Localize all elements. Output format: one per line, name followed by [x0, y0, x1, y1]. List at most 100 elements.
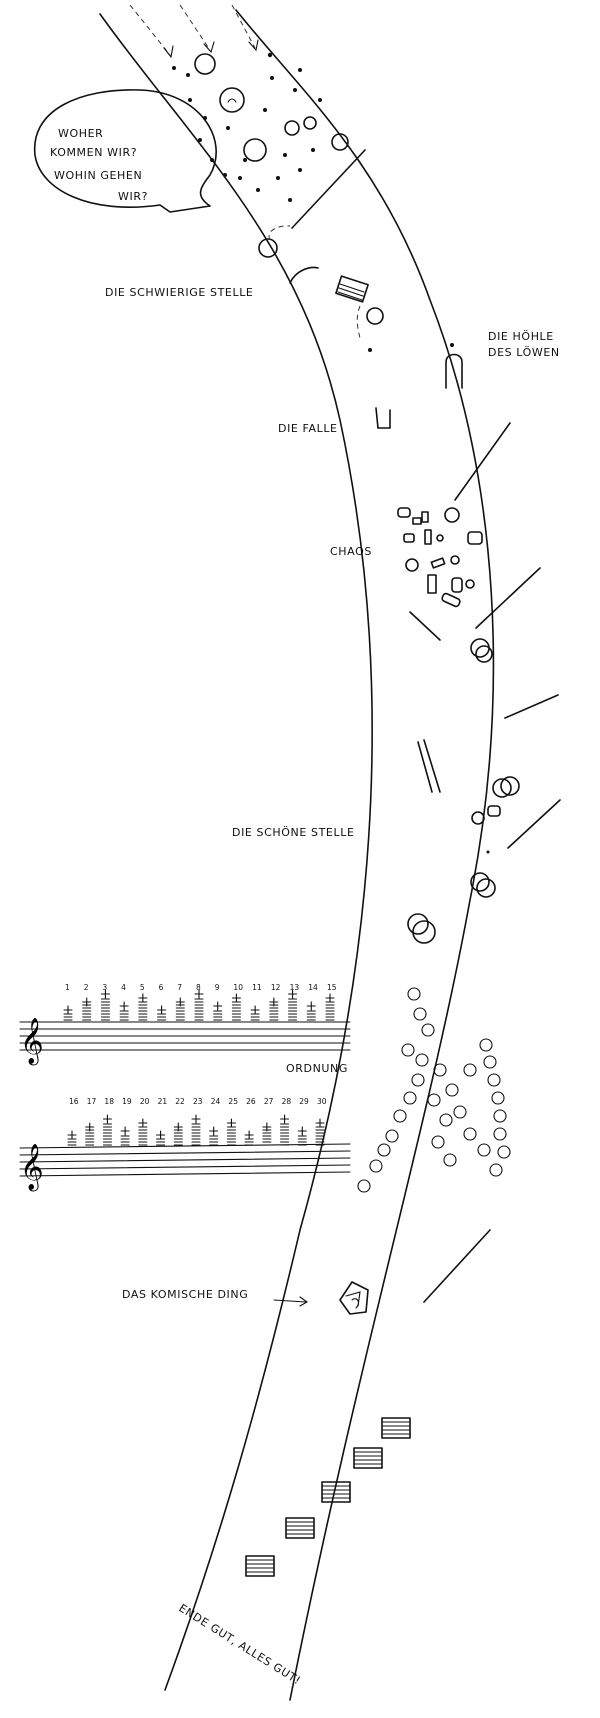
label-ordnung: ORDNUNG [286, 1062, 348, 1075]
order-numbered-circles [357, 987, 511, 1193]
note-cluster [297, 1126, 307, 1146]
note-cluster [175, 997, 185, 1021]
note-cluster [306, 1001, 316, 1021]
staff-1-number: 14 [308, 983, 318, 992]
order-circle [491, 1091, 505, 1105]
river-right-edge [235, 9, 495, 1701]
note-cluster [67, 1130, 77, 1146]
source-dots [172, 52, 349, 258]
order-circle [477, 1143, 491, 1157]
beautiful-place [407, 776, 561, 944]
river-left-edge [99, 13, 373, 1691]
stair-box [321, 1481, 351, 1503]
treble-clef-icon: 𝄞 [20, 1018, 44, 1066]
staff-1-number: 7 [177, 983, 182, 992]
incoming-arrows [129, 4, 259, 59]
note-cluster [226, 1118, 236, 1146]
note-cluster [191, 1114, 201, 1146]
order-circle [407, 987, 421, 1001]
note-cluster [173, 1122, 183, 1146]
treble-clef-icon-2: 𝄞 [20, 1144, 44, 1192]
label-hoehle-line1: DIE HÖHLE [488, 330, 554, 343]
barrier-line-3 [423, 1229, 491, 1303]
stair-boxes [245, 1417, 411, 1577]
note-cluster [262, 1122, 272, 1146]
staff-1-number: 3 [102, 983, 107, 992]
staff-1-number: 4 [121, 983, 126, 992]
label-chaos: CHAOS [330, 545, 372, 558]
order-circle [497, 1145, 511, 1159]
order-circle [445, 1083, 459, 1097]
music-staff-1: 𝄞 [19, 1018, 351, 1066]
stair-box [353, 1447, 383, 1469]
order-circle [401, 1043, 415, 1057]
order-circle [413, 1007, 427, 1021]
note-cluster [82, 997, 92, 1021]
order-circle [411, 1073, 425, 1087]
order-circle [493, 1109, 507, 1123]
note-cluster [250, 1005, 260, 1021]
order-circle [393, 1109, 407, 1123]
staff-2-number: 25 [228, 1097, 238, 1106]
order-circle [427, 1093, 441, 1107]
note-cluster [102, 1114, 112, 1146]
order-circle [463, 1127, 477, 1141]
staff-2-number: 28 [282, 1097, 292, 1106]
order-circle [433, 1063, 447, 1077]
difficult-place [289, 266, 384, 352]
staff-1-number: 5 [140, 983, 145, 992]
staff-1-number: 1 [65, 983, 70, 992]
staff-1-number: 13 [290, 983, 300, 992]
note-cluster [209, 1126, 219, 1146]
arrow-right-icon [273, 1296, 309, 1307]
order-circle [443, 1153, 457, 1167]
order-circle [487, 1073, 501, 1087]
staff-1-number: 9 [215, 983, 220, 992]
order-circle [421, 1023, 435, 1037]
note-cluster [194, 989, 204, 1021]
staff-2-number: 27 [264, 1097, 274, 1106]
staff-1-number: 8 [196, 983, 201, 992]
staff-1-number: 6 [159, 983, 164, 992]
order-circle [489, 1163, 503, 1177]
note-cluster [325, 993, 335, 1021]
order-circle [369, 1159, 383, 1173]
note-cluster [213, 1001, 223, 1021]
order-circle [493, 1127, 507, 1141]
order-circle [431, 1135, 445, 1149]
bubble-line-4: WIR? [118, 190, 148, 203]
trap [375, 407, 511, 501]
bubble-line-1: WOHER [58, 127, 103, 140]
label-schwierige-stelle: DIE SCHWIERIGE STELLE [105, 286, 253, 299]
barrier-line-2 [504, 694, 559, 719]
staff-2-number: 30 [317, 1097, 327, 1106]
label-schoene-stelle: DIE SCHÖNE STELLE [232, 826, 355, 839]
staff-1-number: 12 [271, 983, 281, 992]
staff-2-number: 21 [158, 1097, 168, 1106]
order-circle [453, 1105, 467, 1119]
note-cluster [100, 989, 110, 1021]
speech-bubble: WOHER KOMMEN WIR? WOHIN GEHEN WIR? [34, 89, 217, 213]
label-komische-ding: DAS KOMISCHE DING [122, 1288, 248, 1301]
staff-2-number: 17 [87, 1097, 97, 1106]
note-cluster [231, 993, 241, 1021]
staff-1-number: 2 [84, 983, 89, 992]
staff-2-number: 18 [104, 1097, 114, 1106]
ladder [417, 739, 441, 793]
order-circle [483, 1055, 497, 1069]
label-ende: ENDE GUT, ALLES GUT! [176, 1602, 303, 1688]
staff-2-number: 22 [175, 1097, 185, 1106]
note-cluster [269, 997, 279, 1021]
order-circle [439, 1113, 453, 1127]
music-staff-2: 𝄞 [19, 1143, 351, 1192]
order-circle [415, 1053, 429, 1067]
staff-1-note-clusters [63, 989, 335, 1021]
staff-2-number: 20 [140, 1097, 150, 1106]
label-falle: DIE FALLE [278, 422, 338, 435]
order-circle [463, 1063, 477, 1077]
order-circle [377, 1143, 391, 1157]
note-cluster [157, 1005, 167, 1021]
